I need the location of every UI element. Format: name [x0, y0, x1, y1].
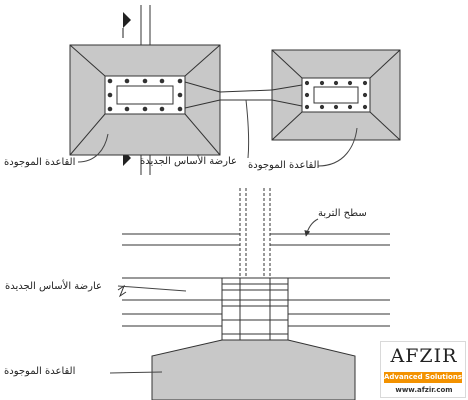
plan-leaders — [77, 99, 358, 167]
label-plan-existing-footing-left: القاعدة الموجودة — [4, 157, 76, 168]
rebar-dots-left — [107, 78, 183, 112]
ground-surface-lines — [122, 233, 390, 246]
section-new-tie-beam — [117, 277, 390, 327]
logo-url: www.afzir.com — [395, 386, 453, 394]
label-section-new-tie-beam: عارضة الأساس الجديدة — [5, 281, 102, 292]
section-column — [239, 188, 271, 278]
existing-footing-right — [271, 49, 401, 141]
section-marker-top — [123, 12, 131, 28]
logo-name: AFZIR — [390, 345, 458, 367]
label-section-existing-footing: القاعدة الموجودة — [4, 366, 76, 377]
section-view — [109, 188, 390, 400]
existing-footing-left — [69, 44, 221, 156]
afzir-logo: AFZIR Advanced Solutions www.afzir.com — [380, 341, 466, 398]
label-plan-new-tie-beam: عارضة الأساس الجديدة — [140, 156, 237, 167]
section-pedestal — [221, 278, 289, 341]
plan-view — [69, 5, 401, 175]
section-existing-footing — [151, 339, 356, 400]
section-leaders — [109, 218, 319, 374]
rebar-dots-right — [304, 80, 368, 110]
logo-tagline: Advanced Solutions — [384, 372, 462, 383]
label-plan-existing-footing-right: القاعدة الموجودة — [248, 160, 320, 171]
label-ground-surface: سطح التربة — [318, 208, 367, 219]
